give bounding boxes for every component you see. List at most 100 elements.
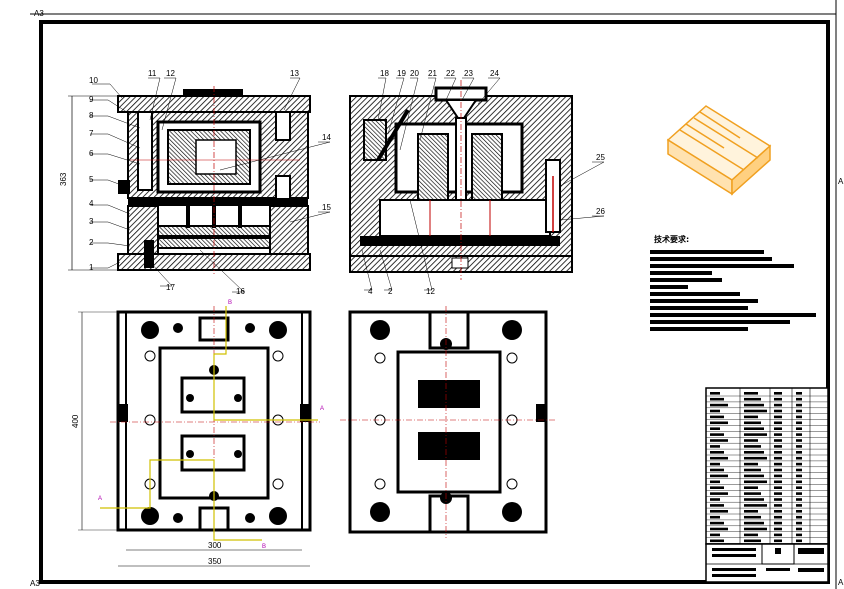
part-label-r2: 2 [388, 287, 393, 296]
bom-cell-mark [710, 421, 728, 425]
bom-cell-mark [710, 433, 724, 436]
bom-cell-mark [774, 498, 782, 501]
part-label-r12: 12 [426, 287, 435, 296]
bom-cell-mark [774, 533, 782, 537]
bom-cell-mark [796, 533, 802, 537]
bom-cell-mark [796, 527, 802, 531]
bom-cell-mark [796, 539, 802, 543]
r-slider [363, 119, 387, 161]
bom-cell-mark [744, 521, 764, 525]
guide-pillar-right [275, 111, 291, 141]
part-label-22: 22 [446, 69, 455, 78]
guide-pillar-left [137, 111, 153, 191]
bom-cell-mark [774, 445, 782, 448]
bom-cell-mark [744, 486, 758, 489]
bom-cell-mark [744, 504, 767, 507]
bom-cell-mark [774, 504, 782, 507]
bom-cell-mark [710, 462, 720, 466]
bom-cell-mark [710, 451, 724, 454]
bom-cell-mark [710, 409, 720, 413]
drawing-border [39, 20, 830, 584]
part-label-6: 6 [89, 149, 94, 158]
bom-cell-mark [774, 527, 782, 531]
part-label-10: 10 [89, 76, 98, 85]
bom-cell-mark [710, 510, 728, 513]
bom-cell-mark [744, 533, 758, 537]
part-label-13: 13 [290, 69, 299, 78]
bom-cell-mark [710, 392, 720, 395]
bom-cell-mark [710, 498, 720, 501]
bom-cell-mark [710, 521, 724, 525]
bom-cell-mark [744, 433, 767, 436]
part-label-25: 25 [596, 153, 605, 162]
bom-cell-mark [774, 510, 782, 513]
bom-cell-mark [774, 403, 782, 407]
tech-requirements: 技术要求: [650, 234, 816, 331]
bom-cell-mark [774, 492, 782, 495]
bom-cell-mark [710, 397, 724, 401]
bom-cell-mark [774, 397, 782, 401]
bom-cell-mark [774, 486, 782, 489]
corner-mark-bottom-left: A3 [30, 579, 40, 588]
bom-cell-mark [796, 397, 802, 401]
bom-cell-mark [774, 433, 782, 436]
bom-cell-mark [774, 521, 782, 525]
bom-cell-mark [744, 421, 761, 425]
bom-cell-mark [774, 474, 782, 478]
part-label-21: 21 [428, 69, 437, 78]
part-label-1: 1 [89, 263, 94, 272]
height-dim-text: 363 [59, 172, 68, 186]
part-label-16: 16 [236, 287, 245, 296]
r-angled-pin [376, 108, 410, 162]
plan-width-dim-inner: 300 [208, 541, 222, 550]
bom-cell-mark [774, 415, 782, 419]
bom-cell-mark [796, 451, 802, 454]
bom-cell-mark [774, 462, 782, 466]
part-label-9: 9 [89, 95, 94, 104]
bom-cell-mark [796, 456, 802, 460]
bom-cell-mark [744, 498, 764, 501]
bom-cell-mark [744, 480, 767, 484]
corner-mark-right-bottom: A [838, 578, 844, 587]
plan-right-bolt-holes [370, 320, 522, 522]
leaders-right [361, 77, 605, 291]
bom-cell-mark [774, 451, 782, 454]
part-label-12: 12 [166, 69, 175, 78]
bom-cell-mark [710, 474, 728, 478]
section-line-A [213, 306, 318, 421]
bom-cell-mark [710, 456, 728, 460]
bom-cell-mark [710, 427, 720, 430]
tech-requirements-title: 技术要求: [654, 234, 689, 244]
bom-cell-mark [796, 492, 802, 495]
bom-cell-mark [710, 539, 724, 543]
bom-cell-mark [744, 510, 758, 513]
bom-cell-mark [796, 462, 802, 466]
section-mark-1: B [228, 300, 232, 306]
bom-cell-mark [796, 474, 802, 478]
bom-cell-mark [710, 515, 720, 519]
bom-cell-mark [796, 515, 802, 519]
part-label-11: 11 [148, 69, 157, 78]
bom-cell-mark [710, 492, 728, 495]
title-block [705, 387, 829, 583]
bom-cell-mark [710, 504, 724, 507]
bom-cell-mark [744, 403, 764, 407]
part-label-23: 23 [464, 69, 473, 78]
bom-cell-mark [796, 403, 802, 407]
part-label-26: 26 [596, 207, 605, 216]
bom-cell-mark [774, 427, 782, 430]
plan-height-dim: 400 [71, 414, 80, 428]
bom-cell-mark [744, 515, 761, 519]
r-ejector-plate [360, 236, 560, 246]
bom-cell-mark [774, 392, 782, 395]
bom-cell-mark [710, 486, 724, 489]
section-line-B [100, 459, 262, 541]
part-label-3: 3 [89, 217, 94, 226]
bom-cell-mark [744, 392, 758, 395]
bom-cell-mark [710, 527, 728, 531]
bom-cell-mark [796, 415, 802, 419]
part-label-15: 15 [322, 203, 331, 212]
plan-view-right [340, 306, 556, 538]
bom-cell-mark [796, 498, 802, 501]
